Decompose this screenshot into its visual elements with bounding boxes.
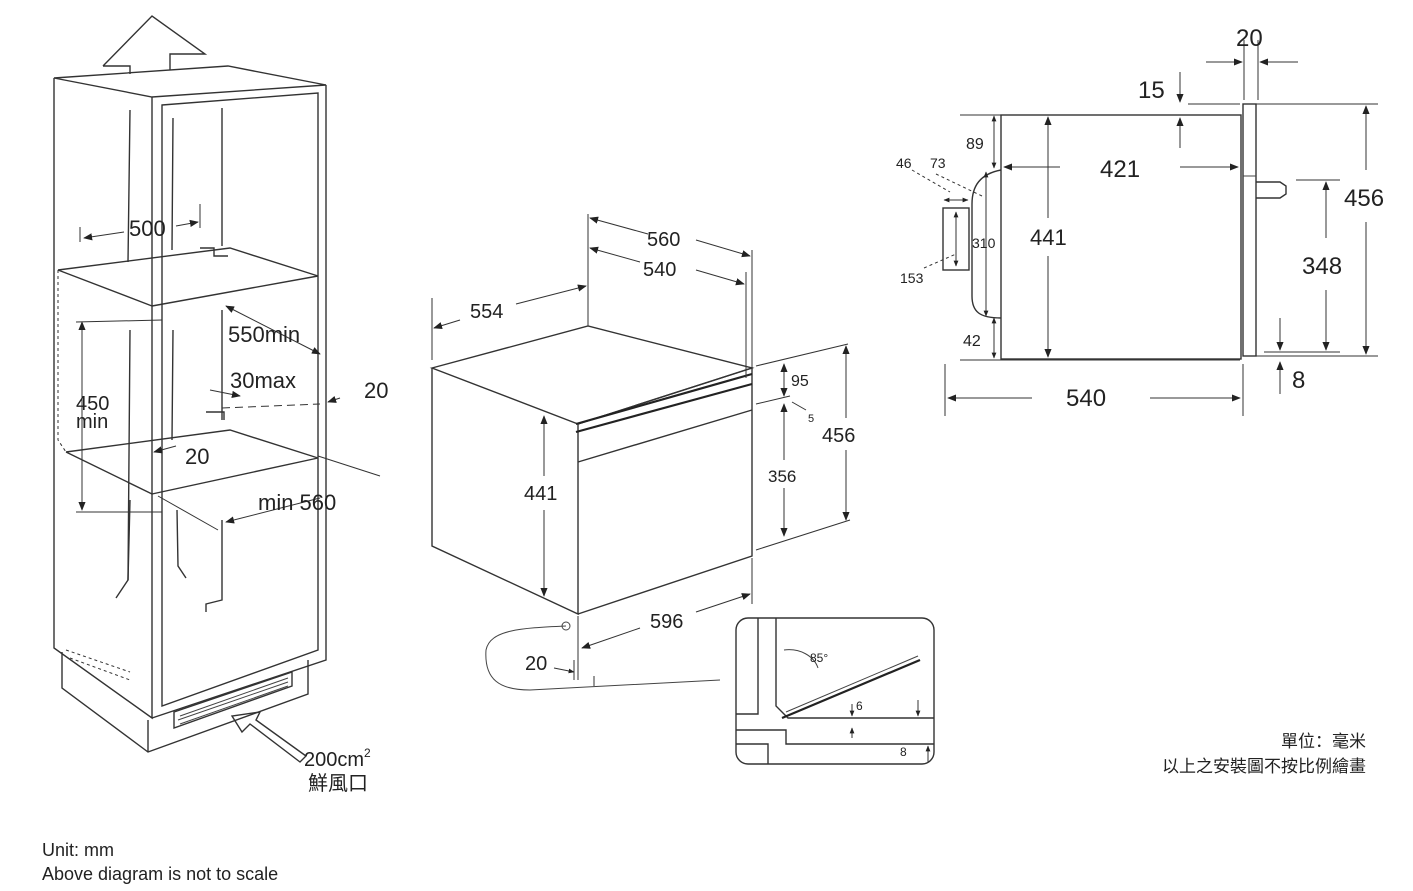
unit-en-text: Unit: mm	[42, 840, 114, 860]
dim-bottom-42: 42	[963, 333, 981, 350]
dim-total-height-456-side: 456	[1344, 185, 1384, 212]
dim-front-top-95: 95	[791, 373, 809, 390]
dim-depth-554: 554	[470, 301, 503, 323]
dim-depth-540-side: 540	[1066, 385, 1106, 412]
cabinet-labels: 500 550min 30max 20 450 min 20 min 560 2…	[76, 216, 388, 795]
exhaust-arrow-icon	[102, 15, 208, 74]
appliance-labels: 560 540 554 95 5 456 356 441 596 20	[470, 229, 855, 675]
dim-door-height-356: 356	[768, 467, 796, 486]
dim-total-height-456: 456	[822, 425, 855, 447]
dim-width-500: 500	[129, 216, 166, 241]
unit-note-en: Unit: mm Above diagram is not to scale	[42, 838, 278, 886]
dim-shelf-gap-20: 20	[185, 444, 209, 469]
fresh-air-arrow-icon	[230, 711, 308, 763]
dim-gap-20-right: 20	[364, 378, 388, 403]
dim-gap-30max: 30max	[230, 368, 296, 393]
dim-handle-46: 46	[896, 155, 912, 171]
dim-width-540: 540	[643, 259, 676, 281]
dim-depth-min-560: min 560	[258, 490, 336, 515]
dim-front-gap-5: 5	[808, 413, 814, 425]
dim-body-441-side: 441	[1030, 225, 1067, 250]
dim-front-width-596: 596	[650, 611, 683, 633]
dim-depth-421: 421	[1100, 156, 1140, 183]
dim-door-gap-20: 20	[525, 653, 547, 675]
dim-handle-153: 153	[900, 270, 924, 286]
side-view-diagram	[911, 40, 1378, 416]
dim-height-min: min	[76, 411, 108, 433]
side-view-labels: 20 15 89 46 73 421 456 310 441 348 153 4…	[896, 25, 1384, 412]
detail-dim-8: 8	[900, 745, 907, 759]
scale-cn-text: 以上之安裝圖不按比例繪畫	[1162, 757, 1366, 777]
unit-cn-text: 單位：毫米	[1281, 732, 1366, 752]
dim-handle-310: 310	[972, 235, 996, 251]
detail-labels: 85° 6 8	[810, 651, 907, 759]
cabinet-diagram	[53, 15, 381, 763]
dim-body-height-441: 441	[524, 483, 557, 505]
dim-base-8: 8	[1292, 367, 1305, 394]
unit-note-cn: 單位：毫米 以上之安裝圖不按比例繪畫	[1100, 730, 1366, 780]
detail-inset	[735, 617, 935, 765]
detail-dim-6: 6	[856, 699, 863, 713]
dim-top-89: 89	[966, 136, 984, 153]
scale-en-text: Above diagram is not to scale	[42, 864, 279, 884]
detail-angle-85: 85°	[810, 651, 828, 665]
dim-knob-348: 348	[1302, 253, 1342, 280]
vent-label: 鮮風口	[308, 771, 368, 795]
dim-height-450: 450	[76, 393, 109, 415]
dim-depth-550min: 550min	[228, 322, 300, 347]
dim-handle-73: 73	[930, 155, 946, 171]
dim-panel-20: 20	[1236, 25, 1263, 52]
dim-top-offset-15: 15	[1138, 77, 1165, 104]
dim-width-560: 560	[647, 229, 680, 251]
vent-area-label: 200cm2	[304, 746, 371, 771]
appliance-3d-diagram	[429, 214, 851, 691]
